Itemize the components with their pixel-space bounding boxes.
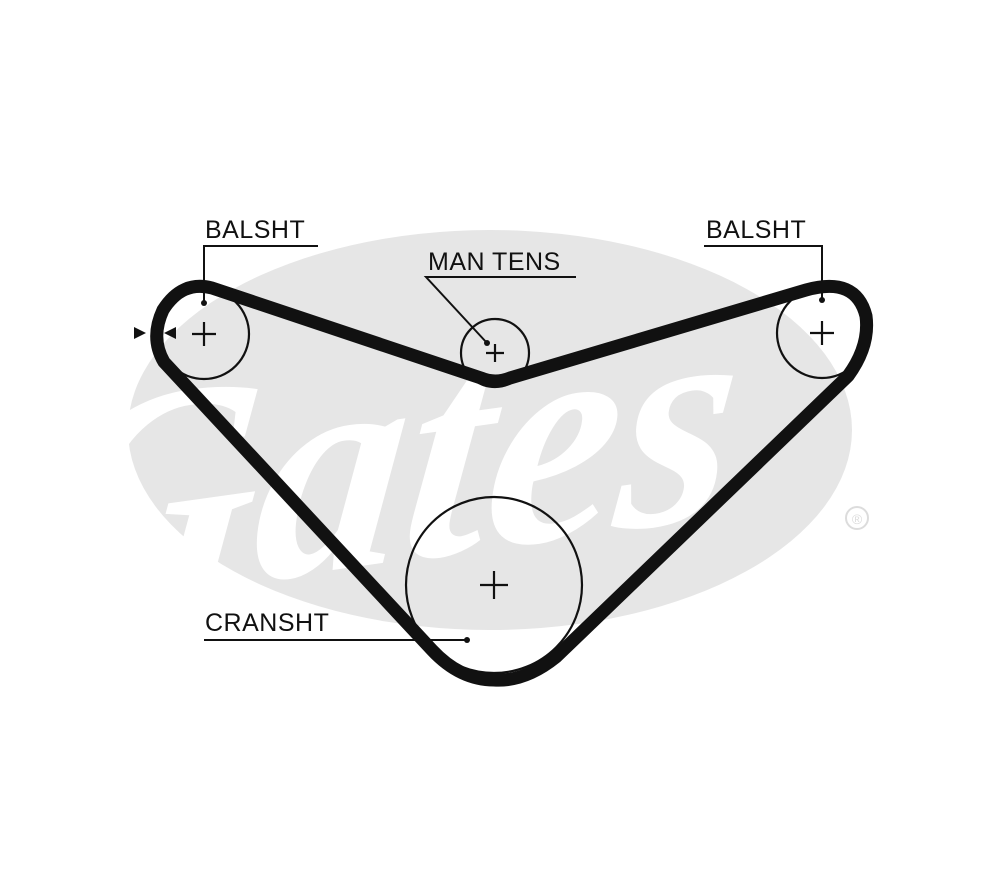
registered-mark-text: ® <box>852 511 863 527</box>
gates-logo-watermark: Gates ® <box>27 230 869 679</box>
label-balance-shaft-right: BALSHT <box>706 216 806 244</box>
leader-balsht-right <box>704 245 823 300</box>
timing-belt <box>150 279 874 687</box>
pulley-crankshaft <box>404 495 584 675</box>
tension-indicator-arrows <box>134 327 176 339</box>
arrow-left-icon <box>164 327 176 339</box>
arrow-right-icon <box>134 327 146 339</box>
leader-man-tens <box>423 276 576 344</box>
label-balance-shaft-left: BALSHT <box>205 216 305 244</box>
registered-mark: ® <box>845 506 869 530</box>
label-crankshaft: CRANSHT <box>205 609 329 637</box>
leader-balsht-left <box>203 245 318 303</box>
label-manual-tensioner: MAN TENS <box>428 248 561 276</box>
leader-lines <box>201 245 825 643</box>
